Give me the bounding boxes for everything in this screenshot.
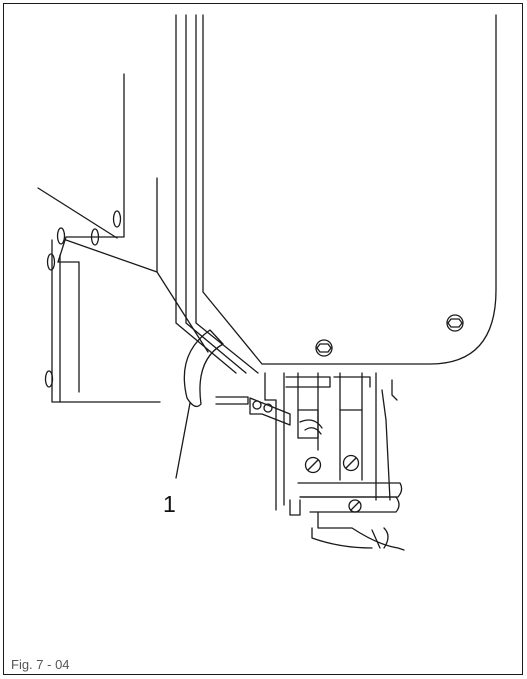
thread-clamp	[215, 396, 323, 435]
needle-bar-assembly	[264, 372, 398, 511]
mounting-holes	[44, 210, 122, 388]
machine-housing	[37, 73, 209, 403]
hex-screw	[315, 339, 333, 357]
slotted-screw	[348, 499, 362, 513]
slotted-screw	[342, 454, 360, 472]
hose	[183, 329, 224, 408]
slotted-screw	[304, 456, 322, 474]
machine-head	[175, 14, 497, 374]
hex-screw	[446, 314, 464, 332]
presser-foot	[289, 482, 405, 551]
figure-caption: Fig. 7 - 04	[11, 657, 70, 672]
callout-label-1: 1	[163, 491, 176, 517]
figure-frame	[3, 3, 523, 675]
callout-leader	[175, 402, 191, 479]
